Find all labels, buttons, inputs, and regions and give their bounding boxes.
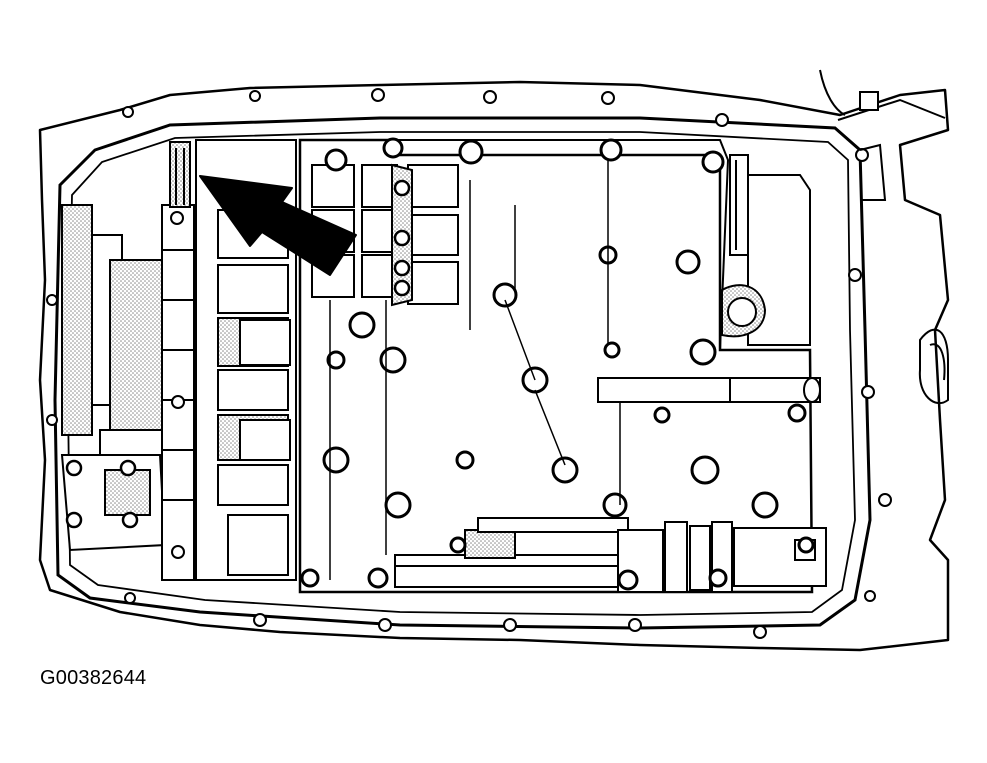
figure-caption-code: G00382644 xyxy=(40,667,147,689)
left-housing-bolts xyxy=(65,459,139,529)
solenoid-bolts xyxy=(393,179,411,297)
pan-inner-edge xyxy=(67,131,856,616)
plate-guide-lines xyxy=(329,160,621,580)
right-solenoid-tube xyxy=(721,154,811,346)
pan-gasket-flange xyxy=(53,116,872,630)
pointer-arrow xyxy=(199,175,357,276)
horizontal-bracket xyxy=(597,377,821,403)
valve-body-upper-plate xyxy=(395,139,730,351)
valve-body-bolts xyxy=(300,137,815,591)
connector-strip xyxy=(161,141,195,581)
flange-bolts xyxy=(46,88,892,639)
right-case-features xyxy=(819,69,949,405)
transmission-case-outline xyxy=(38,80,950,652)
left-housing xyxy=(60,204,171,552)
